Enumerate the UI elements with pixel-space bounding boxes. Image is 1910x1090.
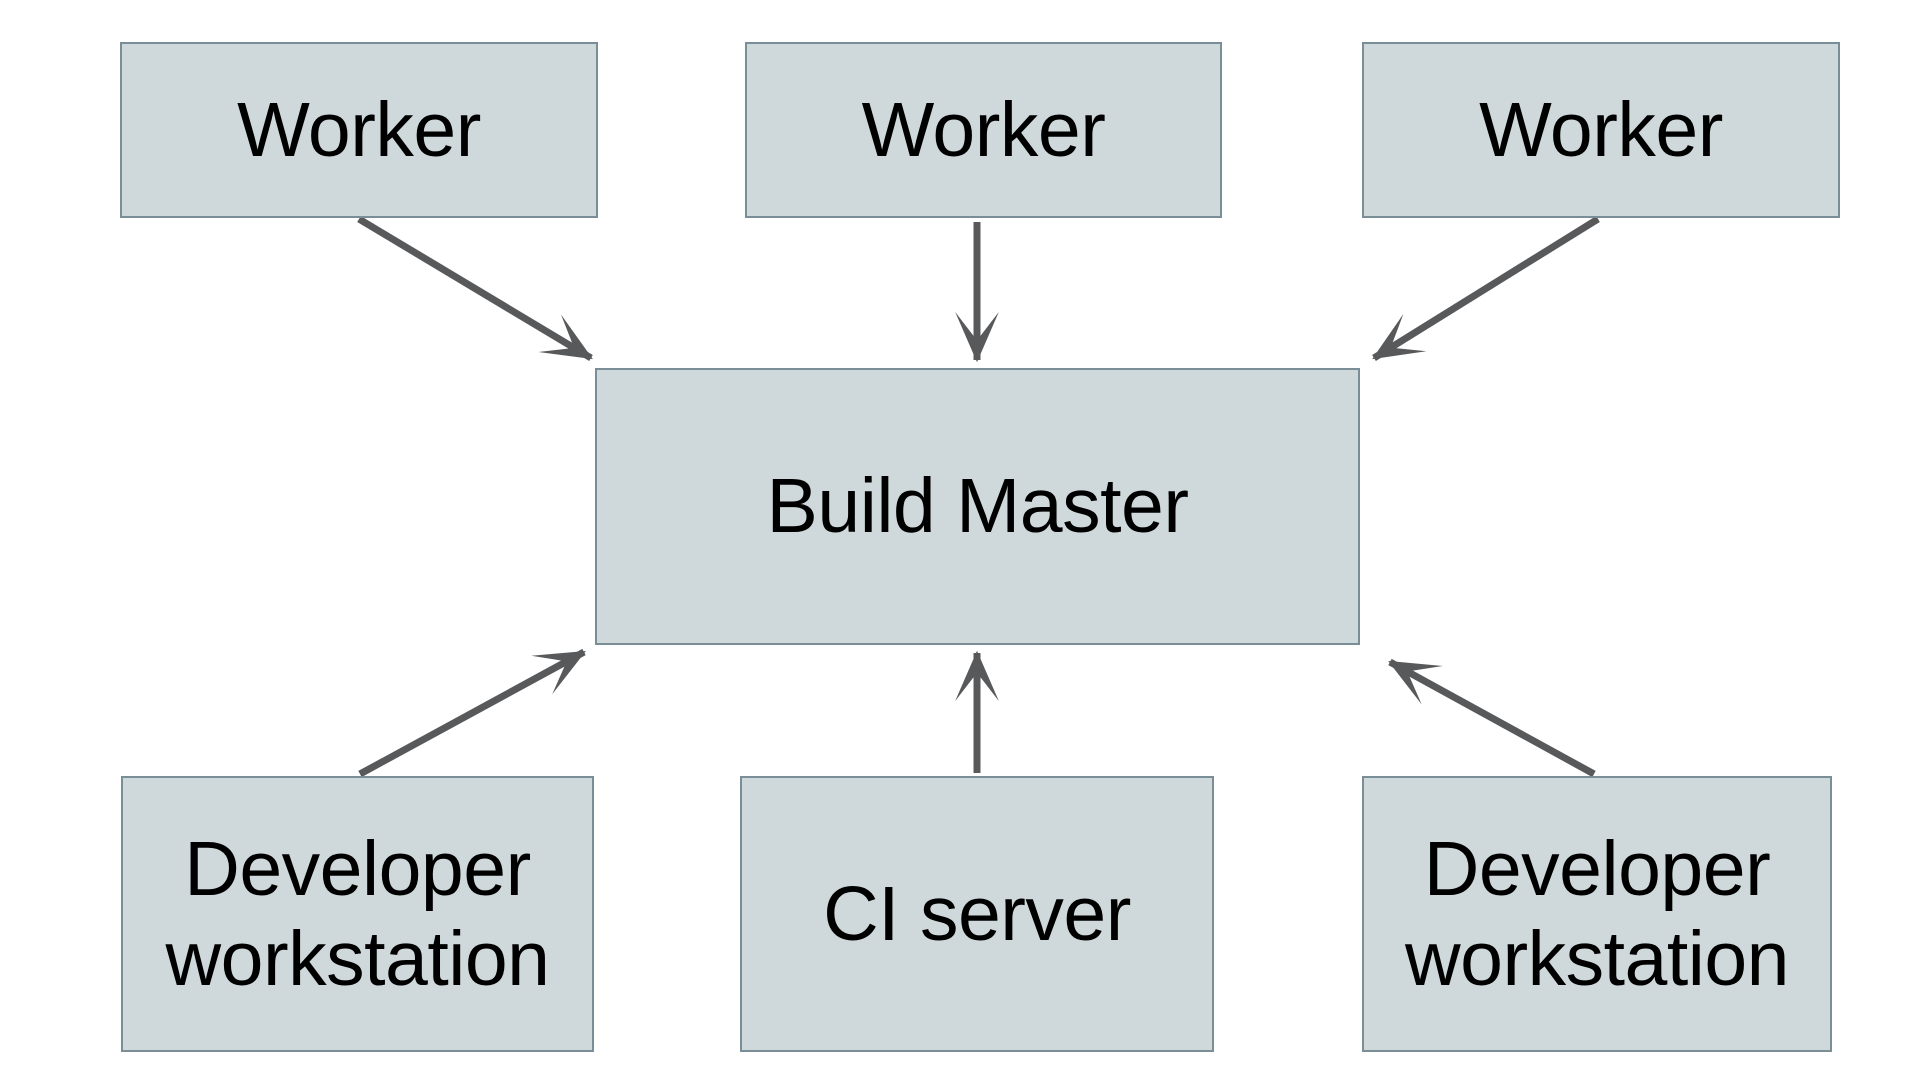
node-build-master-label: Build Master — [766, 463, 1189, 550]
node-worker-1-label: Worker — [237, 86, 481, 173]
arrow-worker3-to-buildmaster — [1372, 216, 1600, 361]
node-build-master: Build Master — [595, 368, 1360, 645]
node-developer-workstation-left-label: Developer workstation — [165, 825, 550, 1002]
node-developer-workstation-left: Developer workstation — [121, 776, 594, 1052]
node-worker-2-label: Worker — [861, 86, 1106, 173]
node-ci-server: CI server — [740, 776, 1214, 1052]
arrow-devright-to-buildmaster — [1388, 658, 1596, 778]
node-worker-3-label: Worker — [1479, 86, 1723, 173]
node-ci-server-label: CI server — [823, 870, 1131, 957]
arrow-worker1-to-buildmaster — [357, 215, 593, 362]
node-developer-workstation-right: Developer workstation — [1362, 776, 1832, 1052]
node-developer-workstation-right-label: Developer workstation — [1405, 825, 1789, 1002]
node-worker-3: Worker — [1362, 42, 1840, 218]
node-worker-1: Worker — [120, 42, 598, 218]
arrow-devleft-to-buildmaster — [358, 648, 586, 778]
node-worker-2: Worker — [745, 42, 1222, 218]
